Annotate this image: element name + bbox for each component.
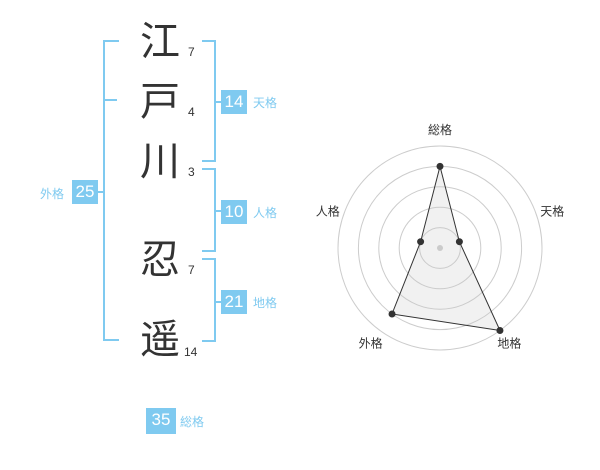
gaikaku-bracket-tick xyxy=(103,99,117,101)
radar-series-area xyxy=(391,166,501,332)
chikaku-bracket-connector xyxy=(214,301,221,303)
radar-point-5 xyxy=(417,238,425,246)
radar-axis-label-4: 外格 xyxy=(359,336,383,351)
radar-points xyxy=(388,162,504,335)
radar-center-dot xyxy=(437,245,443,251)
name-char-3: 川 xyxy=(140,139,180,185)
radar-point-1 xyxy=(436,162,444,170)
radar-axis-label-5: 人格 xyxy=(316,204,340,219)
radar-point-3 xyxy=(496,327,504,335)
radar-grid-ring-2 xyxy=(398,206,482,290)
gaikaku-value-badge: 25 xyxy=(72,180,98,204)
soukaku-label: 総格 xyxy=(180,415,205,429)
radar-point-4 xyxy=(388,310,396,318)
name-char-4: 忍 xyxy=(140,237,180,283)
radar-axis-label-2: 天格 xyxy=(540,204,564,219)
chikaku-bracket xyxy=(202,258,216,342)
name-char-2: 戸 xyxy=(140,79,180,125)
jinkaku-bracket-connector xyxy=(214,210,221,212)
name-char-1: 江 xyxy=(140,19,180,65)
radar-axis-label-3: 地格 xyxy=(497,336,521,351)
name-char-5: 遥 xyxy=(140,317,180,363)
radar-area xyxy=(391,166,501,332)
gaikaku-bracket-connector xyxy=(98,191,104,193)
gaikaku-bracket xyxy=(103,40,119,341)
stroke-count-1: 7 xyxy=(188,45,195,59)
chikaku-label: 地格 xyxy=(253,296,278,310)
stroke-count-4: 7 xyxy=(188,263,195,277)
stroke-count-3: 3 xyxy=(188,165,195,179)
jinkaku-label: 人格 xyxy=(253,206,278,220)
gaikaku-label: 外格 xyxy=(40,187,65,201)
radar-grid-ring-1 xyxy=(419,227,461,269)
chikaku-value-badge: 21 xyxy=(221,290,247,314)
radar-grid-ring-5 xyxy=(337,145,543,351)
tenkaku-bracket-connector xyxy=(214,101,221,103)
stroke-count-5: 14 xyxy=(184,345,198,359)
radar-grid-ring-3 xyxy=(378,186,502,310)
tenkaku-label: 天格 xyxy=(253,96,278,110)
jinkaku-value-badge: 10 xyxy=(221,200,247,224)
tenkaku-value-badge: 14 xyxy=(221,90,247,114)
stroke-count-2: 4 xyxy=(188,105,195,119)
radar-axis-label-1: 総格 xyxy=(428,122,452,137)
radar-point-2 xyxy=(455,238,463,246)
soukaku-value-badge: 35 xyxy=(146,408,176,434)
